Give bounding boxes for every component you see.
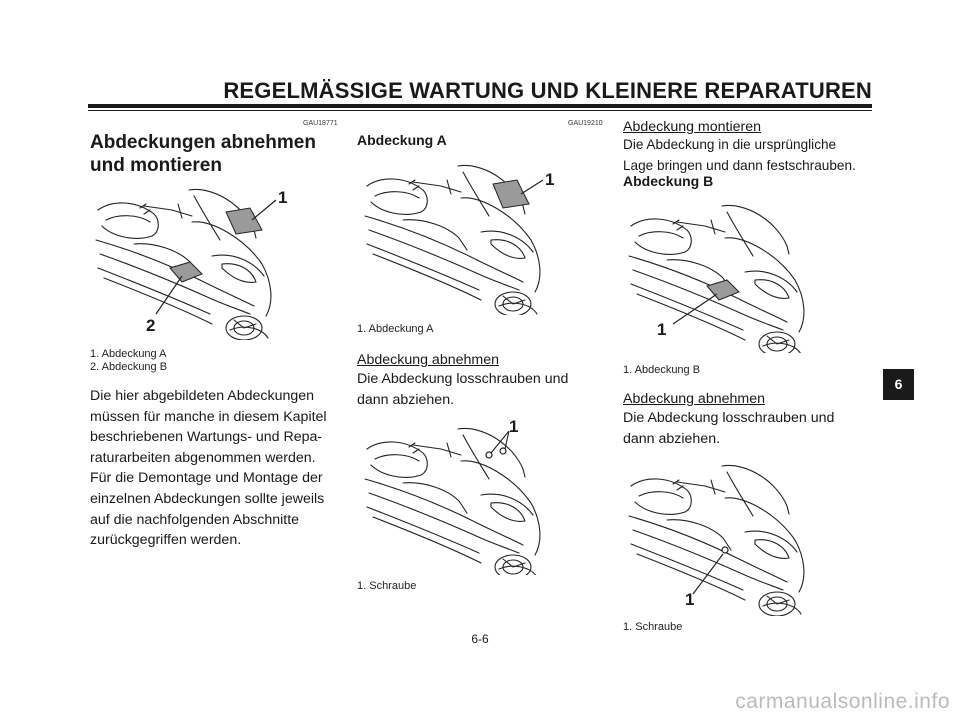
figure-callout-1: 1 xyxy=(657,320,667,339)
section-heading-line2: und montieren xyxy=(90,155,222,176)
watermark: carmanualsonline.info xyxy=(735,690,950,713)
subsection-heading-cover-b: Abdeckung B xyxy=(623,173,714,189)
figure-caption-1: 1. Abdeckung A xyxy=(90,348,167,360)
figure-callout-1: 1 xyxy=(278,188,288,207)
section-title: REGELMÄSSIGE WARTUNG UND KLEINERE REPARA… xyxy=(223,78,872,103)
figure-screw-b: 1 xyxy=(623,448,843,616)
screw-marker xyxy=(721,546,729,554)
cover-a-highlight xyxy=(225,207,263,235)
mount-instructions: Die Abdeckung in die ursprüngliche Lage … xyxy=(623,137,856,173)
figure-screw-a: 1 xyxy=(357,415,577,575)
figure-caption: 1. Schraube xyxy=(357,580,417,592)
figure-caption: 1. Abdeckung B xyxy=(623,364,701,376)
header-rule xyxy=(88,104,872,108)
figure-covers-overview: 1 2 xyxy=(90,172,302,340)
intro-paragraph: Die hier abgebildeten Abdeckungen müssen… xyxy=(90,388,327,549)
screw-marker xyxy=(485,451,493,459)
remove-instructions: Die Abdeckung losschrauben und dann abzi… xyxy=(357,371,569,408)
cover-a-highlight xyxy=(492,179,530,209)
remove-instructions: Die Abdeckung losschrauben und dann abzi… xyxy=(623,410,835,447)
figure-caption: 1. Abdeckung A xyxy=(357,323,434,335)
figure-caption-2: 2. Abdeckung B xyxy=(90,361,168,373)
header-rule-thin xyxy=(88,110,872,111)
screw-marker xyxy=(499,447,507,455)
figure-callout-1: 1 xyxy=(509,417,519,436)
figure-callout-1: 1 xyxy=(685,590,695,609)
figure-cover-a: 1 xyxy=(357,150,577,315)
figure-callout-1: 1 xyxy=(545,170,555,189)
remove-heading: Abdeckung abnehmen xyxy=(623,391,765,407)
chapter-tab: 6 xyxy=(883,369,914,400)
figure-caption: 1. Schraube xyxy=(623,621,683,633)
page-number: 6-6 xyxy=(471,632,489,646)
section-heading-line1: Abdeckungen abnehmen xyxy=(90,132,316,153)
remove-heading: Abdeckung abnehmen xyxy=(357,352,499,368)
figure-callout-2: 2 xyxy=(146,316,156,335)
reference-code: GAU18771 xyxy=(303,120,338,127)
mount-heading: Abdeckung montieren xyxy=(623,119,762,135)
figure-cover-b: 1 xyxy=(623,188,843,353)
cover-b-highlight xyxy=(169,261,203,283)
subsection-heading-cover-a: Abdeckung A xyxy=(357,132,447,148)
reference-code: GAU19210 xyxy=(568,120,603,127)
